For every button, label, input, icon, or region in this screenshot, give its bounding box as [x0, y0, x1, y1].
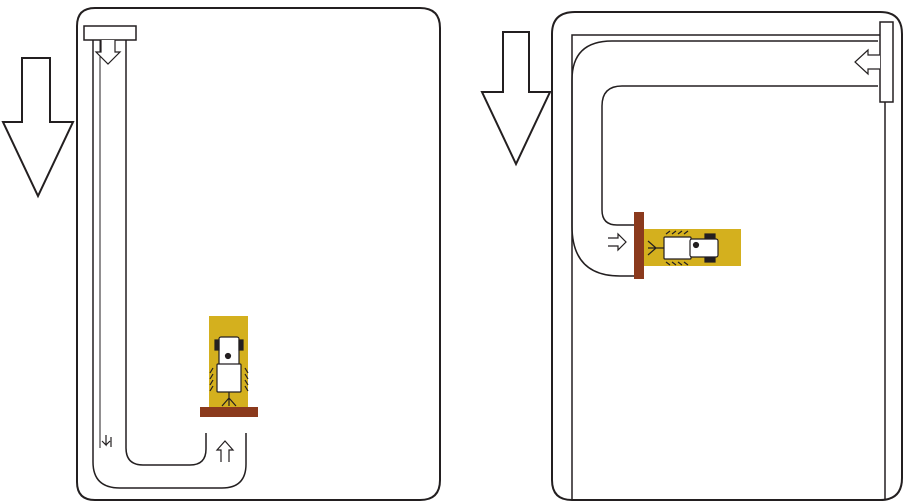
right-field-inner-boundary	[571, 34, 880, 500]
tractor-icon	[647, 230, 719, 266]
left-start-bar	[83, 25, 137, 41]
small-arrow-icon	[608, 232, 627, 252]
right-start-bar	[879, 21, 894, 103]
right-travel-path-inner	[601, 85, 878, 226]
large-down-arrow-icon	[1, 57, 75, 199]
left-field-outline	[76, 7, 441, 501]
left-diagram	[1, 7, 441, 501]
small-arrow-icon	[215, 440, 235, 462]
small-arrow-icon	[854, 48, 880, 76]
left-travel-path-inner	[125, 40, 207, 466]
large-down-arrow-icon	[480, 31, 552, 167]
small-arrow-icon	[94, 40, 122, 65]
right-travel-path-outer	[571, 40, 878, 277]
tractor-icon	[209, 336, 249, 407]
small-arrow-icon	[101, 435, 112, 447]
right-diagram	[480, 11, 903, 501]
implement-bar-icon	[634, 212, 644, 279]
left-travel-path-outer	[92, 28, 247, 489]
implement-bar-icon	[200, 407, 258, 417]
